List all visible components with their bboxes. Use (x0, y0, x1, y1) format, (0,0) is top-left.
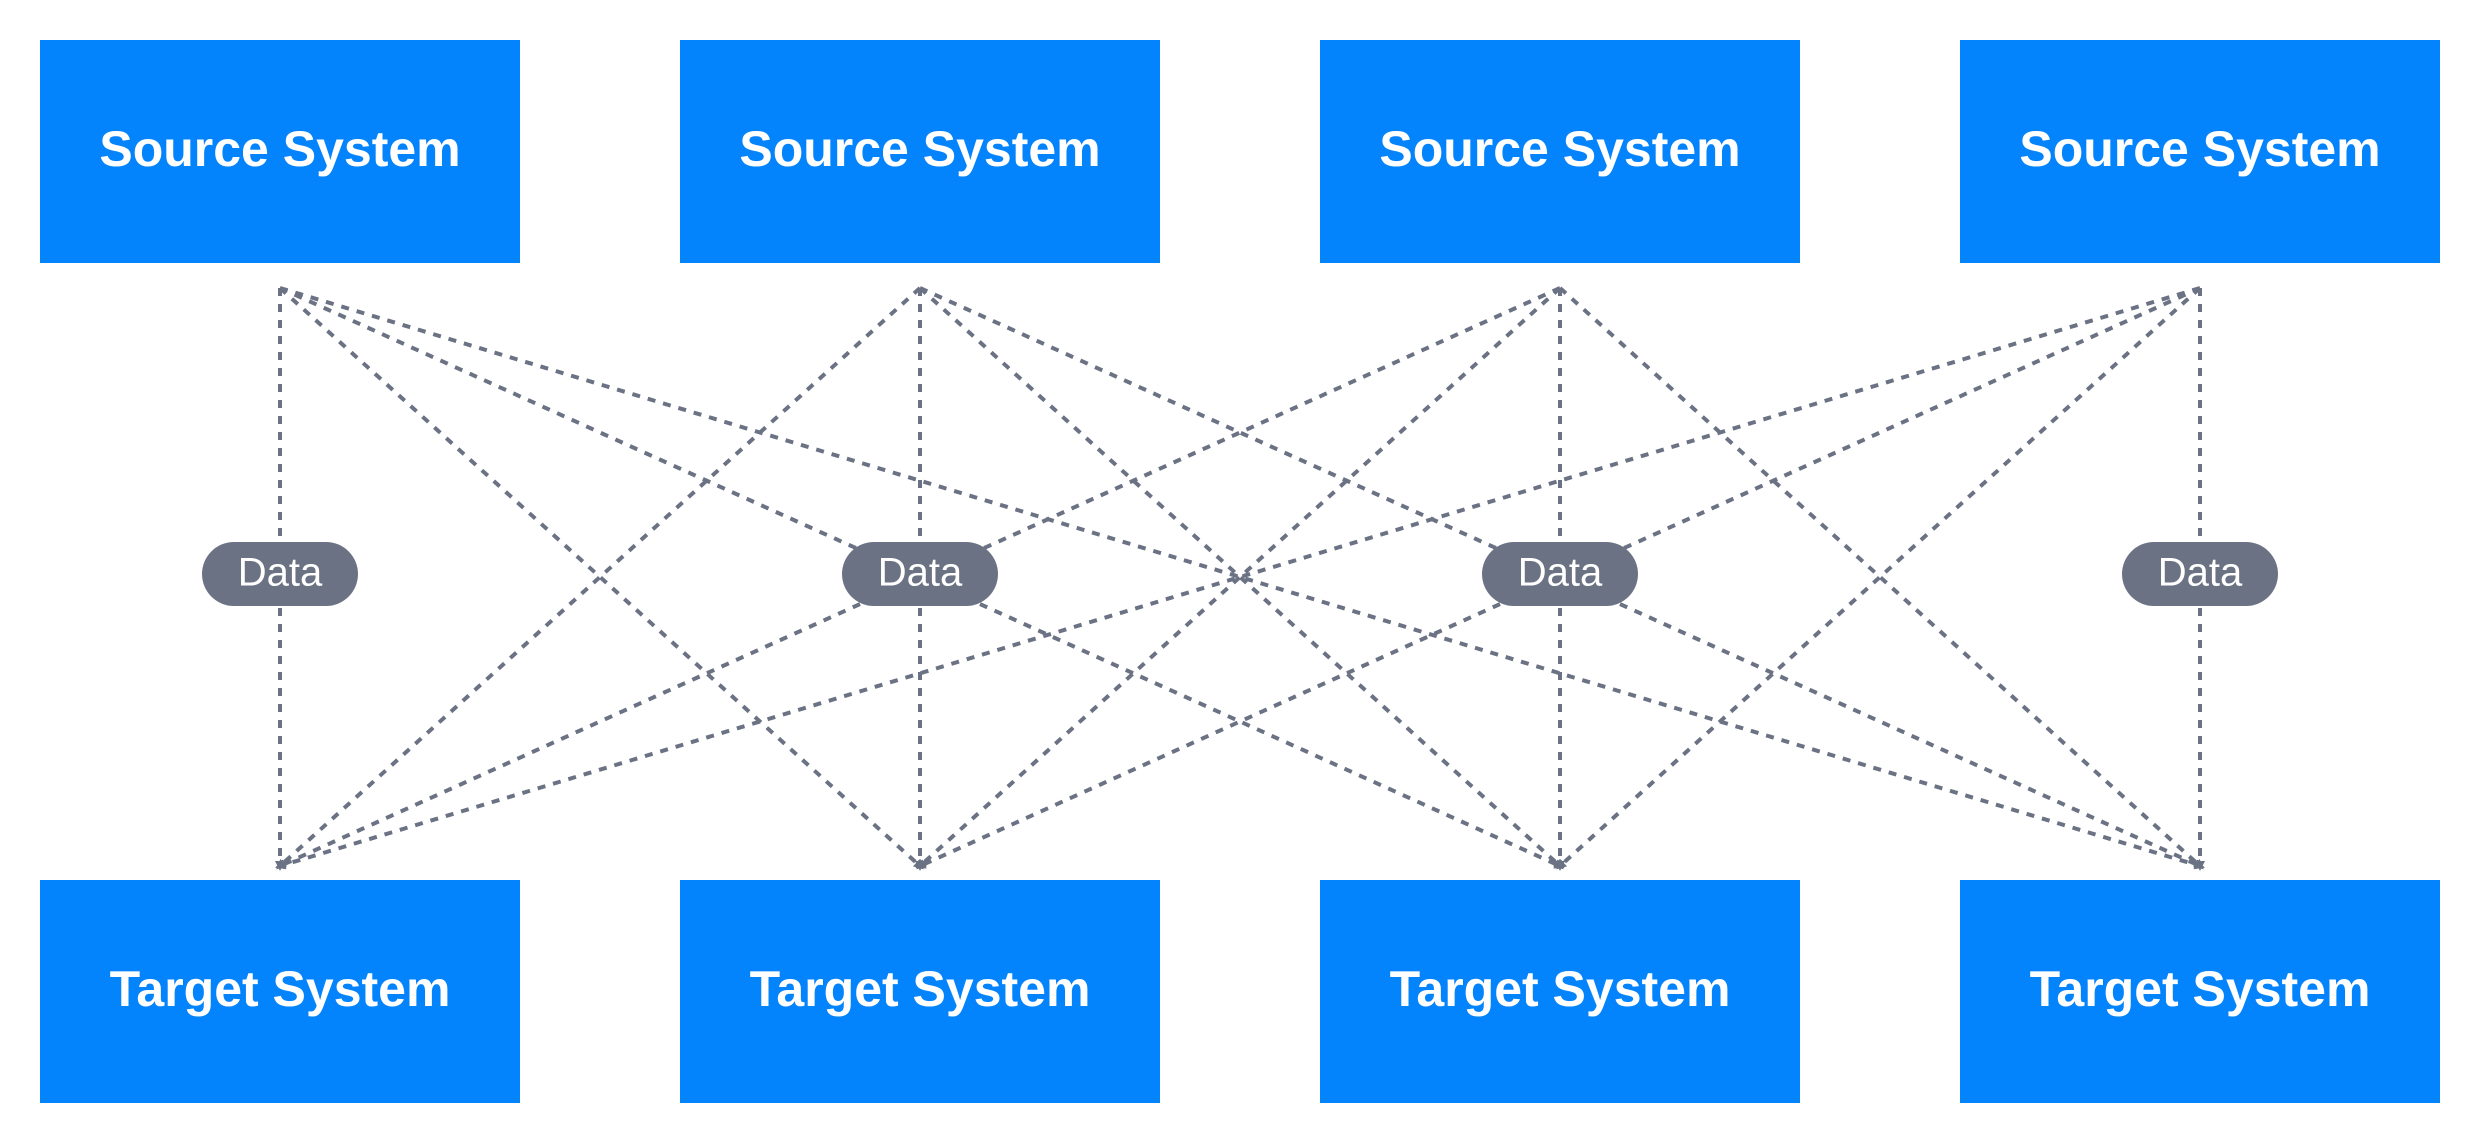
connector-line (915, 286, 2201, 869)
target-system-label: Target System (1390, 961, 1731, 1017)
target-system-label: Target System (2030, 961, 2371, 1017)
target-system-node[interactable]: Target System (40, 880, 520, 1103)
connector-line (275, 286, 1561, 869)
target-system-label: Target System (750, 961, 1091, 1017)
source-system-node[interactable]: Source System (40, 40, 520, 263)
data-pill: Data (202, 542, 358, 606)
data-pill-label: Data (878, 551, 963, 595)
connector-line (279, 286, 2205, 870)
connector-line (919, 286, 2205, 869)
source-system-node[interactable]: Source System (1320, 40, 1800, 263)
source-system-node[interactable]: Source System (1960, 40, 2440, 263)
data-pill: Data (1482, 542, 1638, 606)
source-system-label: Source System (2019, 121, 2380, 177)
source-system-label: Source System (739, 121, 1100, 177)
data-pill-label: Data (2158, 551, 2243, 595)
data-pill-label: Data (1518, 551, 1603, 595)
source-system-label: Source System (1379, 121, 1740, 177)
source-system-node[interactable]: Source System (680, 40, 1160, 263)
connector-line (279, 286, 1565, 869)
data-pill: Data (2122, 542, 2278, 606)
data-pill: Data (842, 542, 998, 606)
target-system-label: Target System (110, 961, 451, 1017)
source-system-label: Source System (99, 121, 460, 177)
target-system-node[interactable]: Target System (1320, 880, 1800, 1103)
data-pill-label: Data (238, 551, 323, 595)
connector-lines (275, 286, 2205, 871)
connector-line (275, 286, 2201, 870)
target-system-node[interactable]: Target System (680, 880, 1160, 1103)
target-system-node[interactable]: Target System (1960, 880, 2440, 1103)
